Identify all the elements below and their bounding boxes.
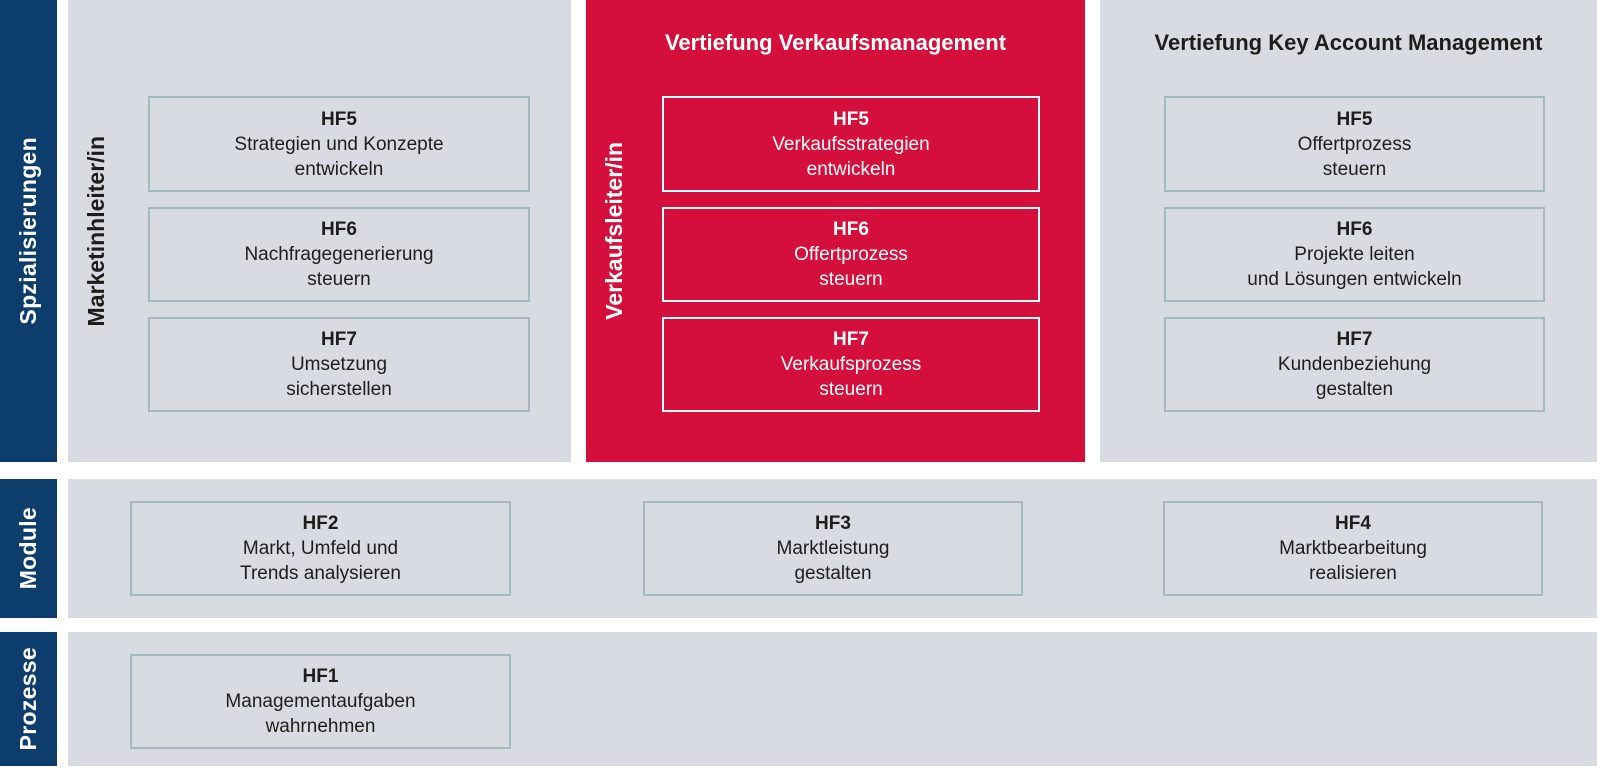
box-module-hf3: HF3 Marktleistung gestalten bbox=[643, 501, 1023, 596]
box-verkauf-hf6-code: HF6 bbox=[833, 219, 869, 240]
box-verkauf-hf5-code: HF5 bbox=[833, 108, 869, 130]
box-marketing-hf7-code: HF7 bbox=[321, 329, 357, 350]
box-prozesse-hf1-code: HF1 bbox=[302, 666, 339, 687]
box-module-hf2: HF2 Markt, Umfeld und Trends analysieren bbox=[130, 501, 511, 596]
box-marketing-hf5-text: Strategien und Konzepte entwickeln bbox=[234, 133, 444, 180]
panel-key-account: Vertiefung Key Account Management HF5 Of… bbox=[1100, 0, 1597, 462]
box-keyaccount-hf5-code: HF5 bbox=[1336, 108, 1373, 130]
panel-module: HF2 Markt, Umfeld und Trends analysieren… bbox=[68, 479, 1597, 618]
rowbar-spezialisierungen: Spzialisierungen bbox=[0, 0, 57, 462]
box-verkauf-hf6: HF6 Offertprozess steuern bbox=[662, 207, 1040, 302]
box-keyaccount-hf6-text: Projekte leiten und Lösungen entwickeln bbox=[1247, 244, 1462, 290]
panel-verkaufsmanagement: Vertiefung Verkaufsmanagement Verkaufsle… bbox=[586, 0, 1085, 462]
panel-marketingleiter-vlabel: Marketinhleiter/in bbox=[82, 135, 109, 327]
box-module-hf3-text: Marktleistung gestalten bbox=[776, 538, 890, 584]
box-module-hf4-code: HF4 bbox=[1335, 513, 1371, 534]
rowbar-prozesse-label: Prozesse bbox=[15, 647, 41, 751]
box-verkauf-hf7: HF7 Verkaufsprozess steuern bbox=[662, 317, 1040, 412]
rowbar-prozesse: Prozesse bbox=[0, 632, 57, 766]
panel-verkaufsmanagement-vlabel-wrap: Verkaufsleiter/in bbox=[594, 0, 634, 462]
box-marketing-hf6-text: Nachfragegenerierung steuern bbox=[244, 244, 434, 290]
panel-prozesse: HF1 Managementaufgaben wahrnehmen bbox=[68, 632, 1597, 766]
rowbar-spezialisierungen-label: Spzialisierungen bbox=[15, 137, 41, 325]
box-keyaccount-hf7: HF7 Kundenbeziehung gestalten bbox=[1164, 317, 1545, 412]
box-prozesse-hf1: HF1 Managementaufgaben wahrnehmen bbox=[130, 654, 511, 749]
box-verkauf-hf7-text: Verkaufsprozess steuern bbox=[780, 354, 922, 400]
panel-key-account-title: Vertiefung Key Account Management bbox=[1154, 30, 1543, 55]
box-module-hf3-code: HF3 bbox=[815, 513, 851, 534]
panel-marketingleiter-vlabel-wrap: Marketinhleiter/in bbox=[76, 0, 116, 462]
box-verkauf-hf6-text: Offertprozess steuern bbox=[794, 244, 908, 290]
box-marketing-hf7-text: Umsetzung sicherstellen bbox=[286, 354, 392, 400]
box-marketing-hf6: HF6 Nachfragegenerierung steuern bbox=[148, 207, 530, 302]
box-marketing-hf7: HF7 Umsetzung sicherstellen bbox=[148, 317, 530, 412]
box-module-hf4: HF4 Marktbearbeitung realisieren bbox=[1163, 501, 1543, 596]
box-verkauf-hf5: HF5 Verkaufsstrategien entwickeln bbox=[662, 96, 1040, 192]
rowbar-module-label: Module bbox=[15, 507, 41, 590]
box-prozesse-hf1-text: Managementaufgaben wahrnehmen bbox=[225, 691, 416, 737]
box-marketing-hf5: HF5 Strategien und Konzepte entwickeln bbox=[148, 96, 530, 192]
box-marketing-hf6-code: HF6 bbox=[321, 219, 357, 240]
box-module-hf2-code: HF2 bbox=[302, 513, 339, 534]
box-keyaccount-hf7-text: Kundenbeziehung gestalten bbox=[1277, 354, 1432, 400]
panel-marketingleiter: Marketinhleiter/in HF5 Strategien und Ko… bbox=[68, 0, 571, 462]
box-keyaccount-hf5-text: Offertprozess steuern bbox=[1297, 133, 1412, 180]
box-verkauf-hf5-text: Verkaufsstrategien entwickeln bbox=[772, 133, 930, 180]
box-keyaccount-hf5: HF5 Offertprozess steuern bbox=[1164, 96, 1545, 192]
box-marketing-hf5-code: HF5 bbox=[321, 108, 357, 130]
box-verkauf-hf7-code: HF7 bbox=[833, 329, 869, 350]
panel-verkaufsmanagement-title: Vertiefung Verkaufsmanagement bbox=[664, 30, 1007, 55]
box-module-hf4-text: Marktbearbeitung realisieren bbox=[1279, 538, 1427, 584]
box-keyaccount-hf6: HF6 Projekte leiten und Lösungen entwick… bbox=[1164, 207, 1545, 302]
box-module-hf2-text: Markt, Umfeld und Trends analysieren bbox=[240, 538, 401, 584]
box-keyaccount-hf7-code: HF7 bbox=[1336, 329, 1373, 350]
panel-verkaufsmanagement-vlabel: Verkaufsleiter/in bbox=[600, 142, 627, 320]
rowbar-module: Module bbox=[0, 479, 57, 618]
box-keyaccount-hf6-code: HF6 bbox=[1336, 219, 1373, 240]
